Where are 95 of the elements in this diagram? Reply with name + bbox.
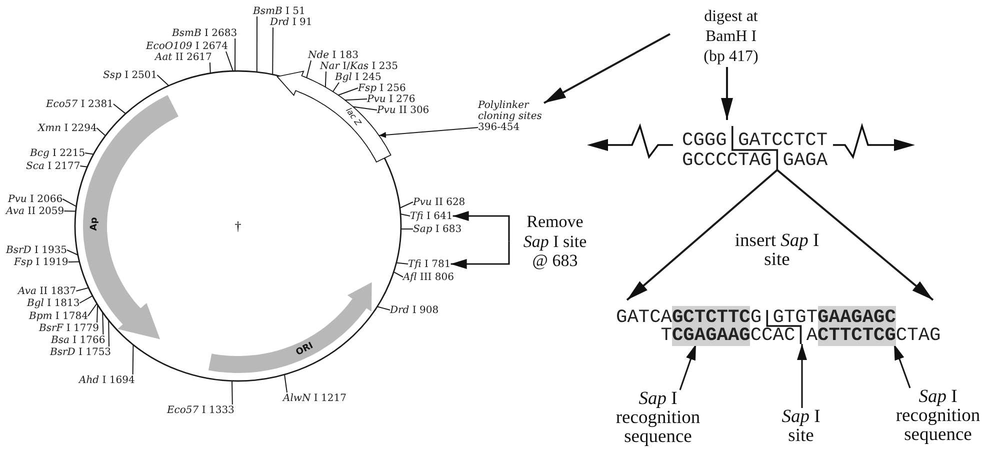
leader-line xyxy=(64,210,76,212)
bracket-arrow xyxy=(452,211,510,242)
leader-line xyxy=(102,312,104,335)
coordinate-label: 396-454 xyxy=(478,122,520,133)
leader-line xyxy=(324,71,326,88)
leader-line xyxy=(232,380,233,405)
leader-line xyxy=(306,60,312,78)
restriction-site-label: Afl III 806 xyxy=(403,272,454,282)
leader-line xyxy=(352,106,378,110)
restriction-site-label: Drd I 908 xyxy=(390,304,439,316)
leader-line xyxy=(399,202,414,208)
leader-line xyxy=(132,344,134,375)
restriction-site-label: Eco57 I 2381 xyxy=(46,98,114,110)
arrow xyxy=(797,344,807,408)
arrow xyxy=(626,169,778,301)
restriction-site-label: Sap I 683 xyxy=(413,224,462,234)
restriction-site-label: Sca I 2177 xyxy=(26,160,80,172)
leader-line xyxy=(108,320,110,347)
restriction-site-label: Eco57 I 1333 xyxy=(167,404,234,416)
annotation-label: Sap I recognition sequence xyxy=(612,390,704,447)
restriction-site-label: BsmB I 51 xyxy=(253,6,306,16)
leader-line xyxy=(80,166,88,168)
restriction-site-label: AlwN I 1217 xyxy=(283,392,346,404)
arrow xyxy=(776,169,934,301)
leader-line xyxy=(76,287,89,292)
step-label: digest at BamH I (bp 417) xyxy=(695,7,767,67)
restriction-site-label: Pvu I 2066 xyxy=(8,194,63,204)
annotation-label: Sap I recognition sequence xyxy=(892,388,984,445)
leader-line xyxy=(79,295,93,304)
leader-line xyxy=(393,271,404,278)
restriction-site-label: Fsp I 1919 xyxy=(14,256,68,268)
dna-sequence: TCGAGAAGCCAC ACTTCTCGCTAG xyxy=(660,326,941,344)
leader-line xyxy=(256,16,258,72)
restriction-site-label: Pvu I 276 xyxy=(367,94,416,104)
annotation-label: Sap I site xyxy=(777,408,825,446)
restriction-site-label: Ava II 1837 xyxy=(18,286,76,296)
restriction-site-label: Tfi I 781 xyxy=(408,258,451,270)
restriction-site-label: Pvu II 306 xyxy=(377,104,430,116)
restriction-site-label: Bgl I 245 xyxy=(335,72,382,82)
leader-line xyxy=(272,27,274,75)
restriction-site-label: Ava II 2059 xyxy=(6,206,64,216)
restriction-site-label: EcoO109 I 2674 xyxy=(146,40,228,52)
leader-line xyxy=(332,82,340,92)
leader-line xyxy=(226,51,234,72)
arrow xyxy=(721,67,733,120)
leader-line xyxy=(338,88,358,96)
gene-label: ORI xyxy=(294,342,315,358)
leader-line xyxy=(284,374,288,393)
leader-line xyxy=(234,38,236,72)
center-mark: † xyxy=(234,220,242,232)
restriction-site-label: BsrD I 1935 xyxy=(6,244,68,256)
leader-line xyxy=(400,214,410,216)
leader-line xyxy=(96,304,98,323)
dna-sequence: GCCCCTAG GAGA xyxy=(682,150,828,170)
restriction-site-label: Pvu II 628 xyxy=(413,196,466,208)
leader-line xyxy=(376,306,390,310)
restriction-site-label: Aat II 2617 xyxy=(155,52,212,62)
restriction-site-label: Bcg I 2215 xyxy=(30,148,86,158)
gene-label: Ap xyxy=(90,216,100,230)
restriction-site-label: Nde I 183 xyxy=(308,50,358,60)
restriction-site-label: Ahd I 1694 xyxy=(79,374,135,386)
bracket-arrow xyxy=(450,241,510,269)
leader-line xyxy=(68,261,80,262)
arrow xyxy=(893,344,911,388)
restriction-site-label: BsrF I 1779 xyxy=(39,322,99,334)
restriction-site-label: Fsp I 256 xyxy=(358,82,406,94)
restriction-site-label: Nar I/Kas I 235 xyxy=(320,60,398,72)
restriction-site-label: Bsa I 1766 xyxy=(51,334,106,346)
restriction-site-label: Bgl I 1813 xyxy=(27,298,80,308)
restriction-site-label: Drd I 91 xyxy=(270,16,312,28)
restriction-site-label: BsrD I 1753 xyxy=(50,346,112,358)
restriction-site-label: Bpm I 1784 xyxy=(29,310,88,322)
restriction-site-label: Tfi I 641 xyxy=(410,210,453,222)
step-label: insert Sap I site xyxy=(734,232,820,270)
leader-line xyxy=(156,74,170,86)
gene-label: lac Z xyxy=(344,106,362,128)
leader-line xyxy=(400,228,414,230)
leader-line xyxy=(62,198,77,207)
leader-line xyxy=(84,152,94,155)
leader-line xyxy=(66,250,78,256)
arrow xyxy=(679,344,697,390)
leader-line xyxy=(96,128,106,136)
dna-sequence: CGGG GATCCTCT xyxy=(682,130,828,150)
leader-line xyxy=(396,262,408,264)
region-label: Polylinker cloning sites xyxy=(478,100,543,122)
restriction-site-label: Xmn I 2294 xyxy=(38,122,97,134)
leader-line xyxy=(112,104,126,114)
leader-line xyxy=(88,303,98,316)
restriction-site-label: Ssp I 2501 xyxy=(103,70,158,80)
leader-line xyxy=(209,62,211,74)
leader-line xyxy=(378,127,478,138)
leader-line xyxy=(344,98,368,101)
arrow xyxy=(544,33,670,104)
instruction-label: Remove Sap I site @ 683 xyxy=(509,212,591,270)
restriction-site-label: BsmB I 2683 xyxy=(172,28,238,38)
